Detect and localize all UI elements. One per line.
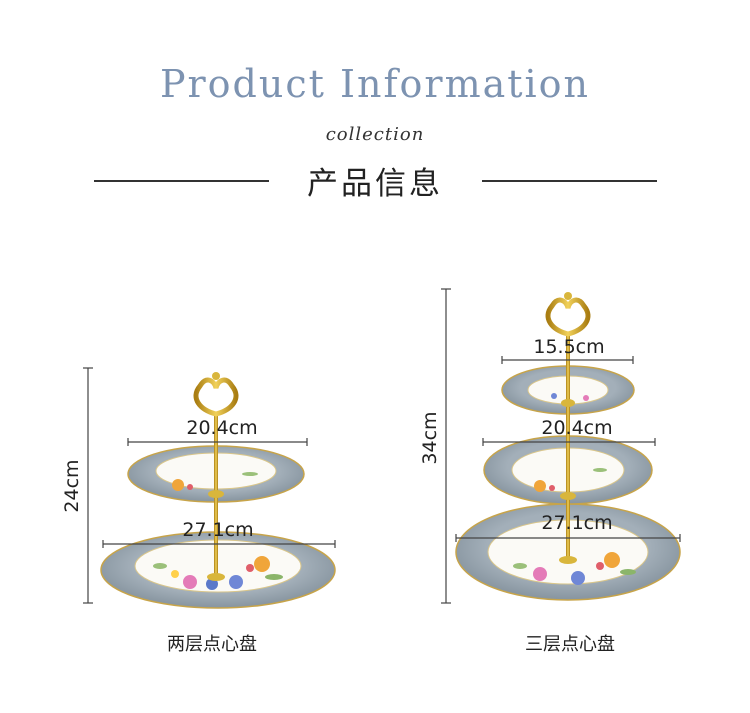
product-caption-three-tier: 三层点心盘 (525, 634, 615, 655)
height-label: 34cm (419, 411, 441, 464)
bottom-plate-width-label: 27.1cm (541, 512, 612, 534)
height-dimension-line (441, 288, 451, 604)
divider-right (482, 180, 657, 182)
height-label: 24cm (61, 459, 83, 512)
height-dimension-line (83, 367, 93, 604)
gold-handle (545, 292, 591, 564)
product-caption-two-tier: 两层点心盘 (167, 634, 257, 655)
page-title: Product Information (159, 62, 591, 106)
middle-plate-width-label: 20.4cm (541, 417, 612, 439)
top-plate-width-label: 20.4cm (186, 417, 257, 439)
page-subtitle: collection (325, 124, 425, 145)
top-plate-width-label: 15.5cm (533, 336, 604, 358)
three-tier-stand: 34cm (419, 288, 681, 604)
bottom-plate-width-label: 27.1cm (182, 519, 253, 541)
gold-handle (193, 372, 239, 581)
divider-left (94, 180, 269, 182)
two-tier-stand: 24cm (61, 367, 336, 609)
section-title-cn: 产品信息 (307, 166, 443, 202)
